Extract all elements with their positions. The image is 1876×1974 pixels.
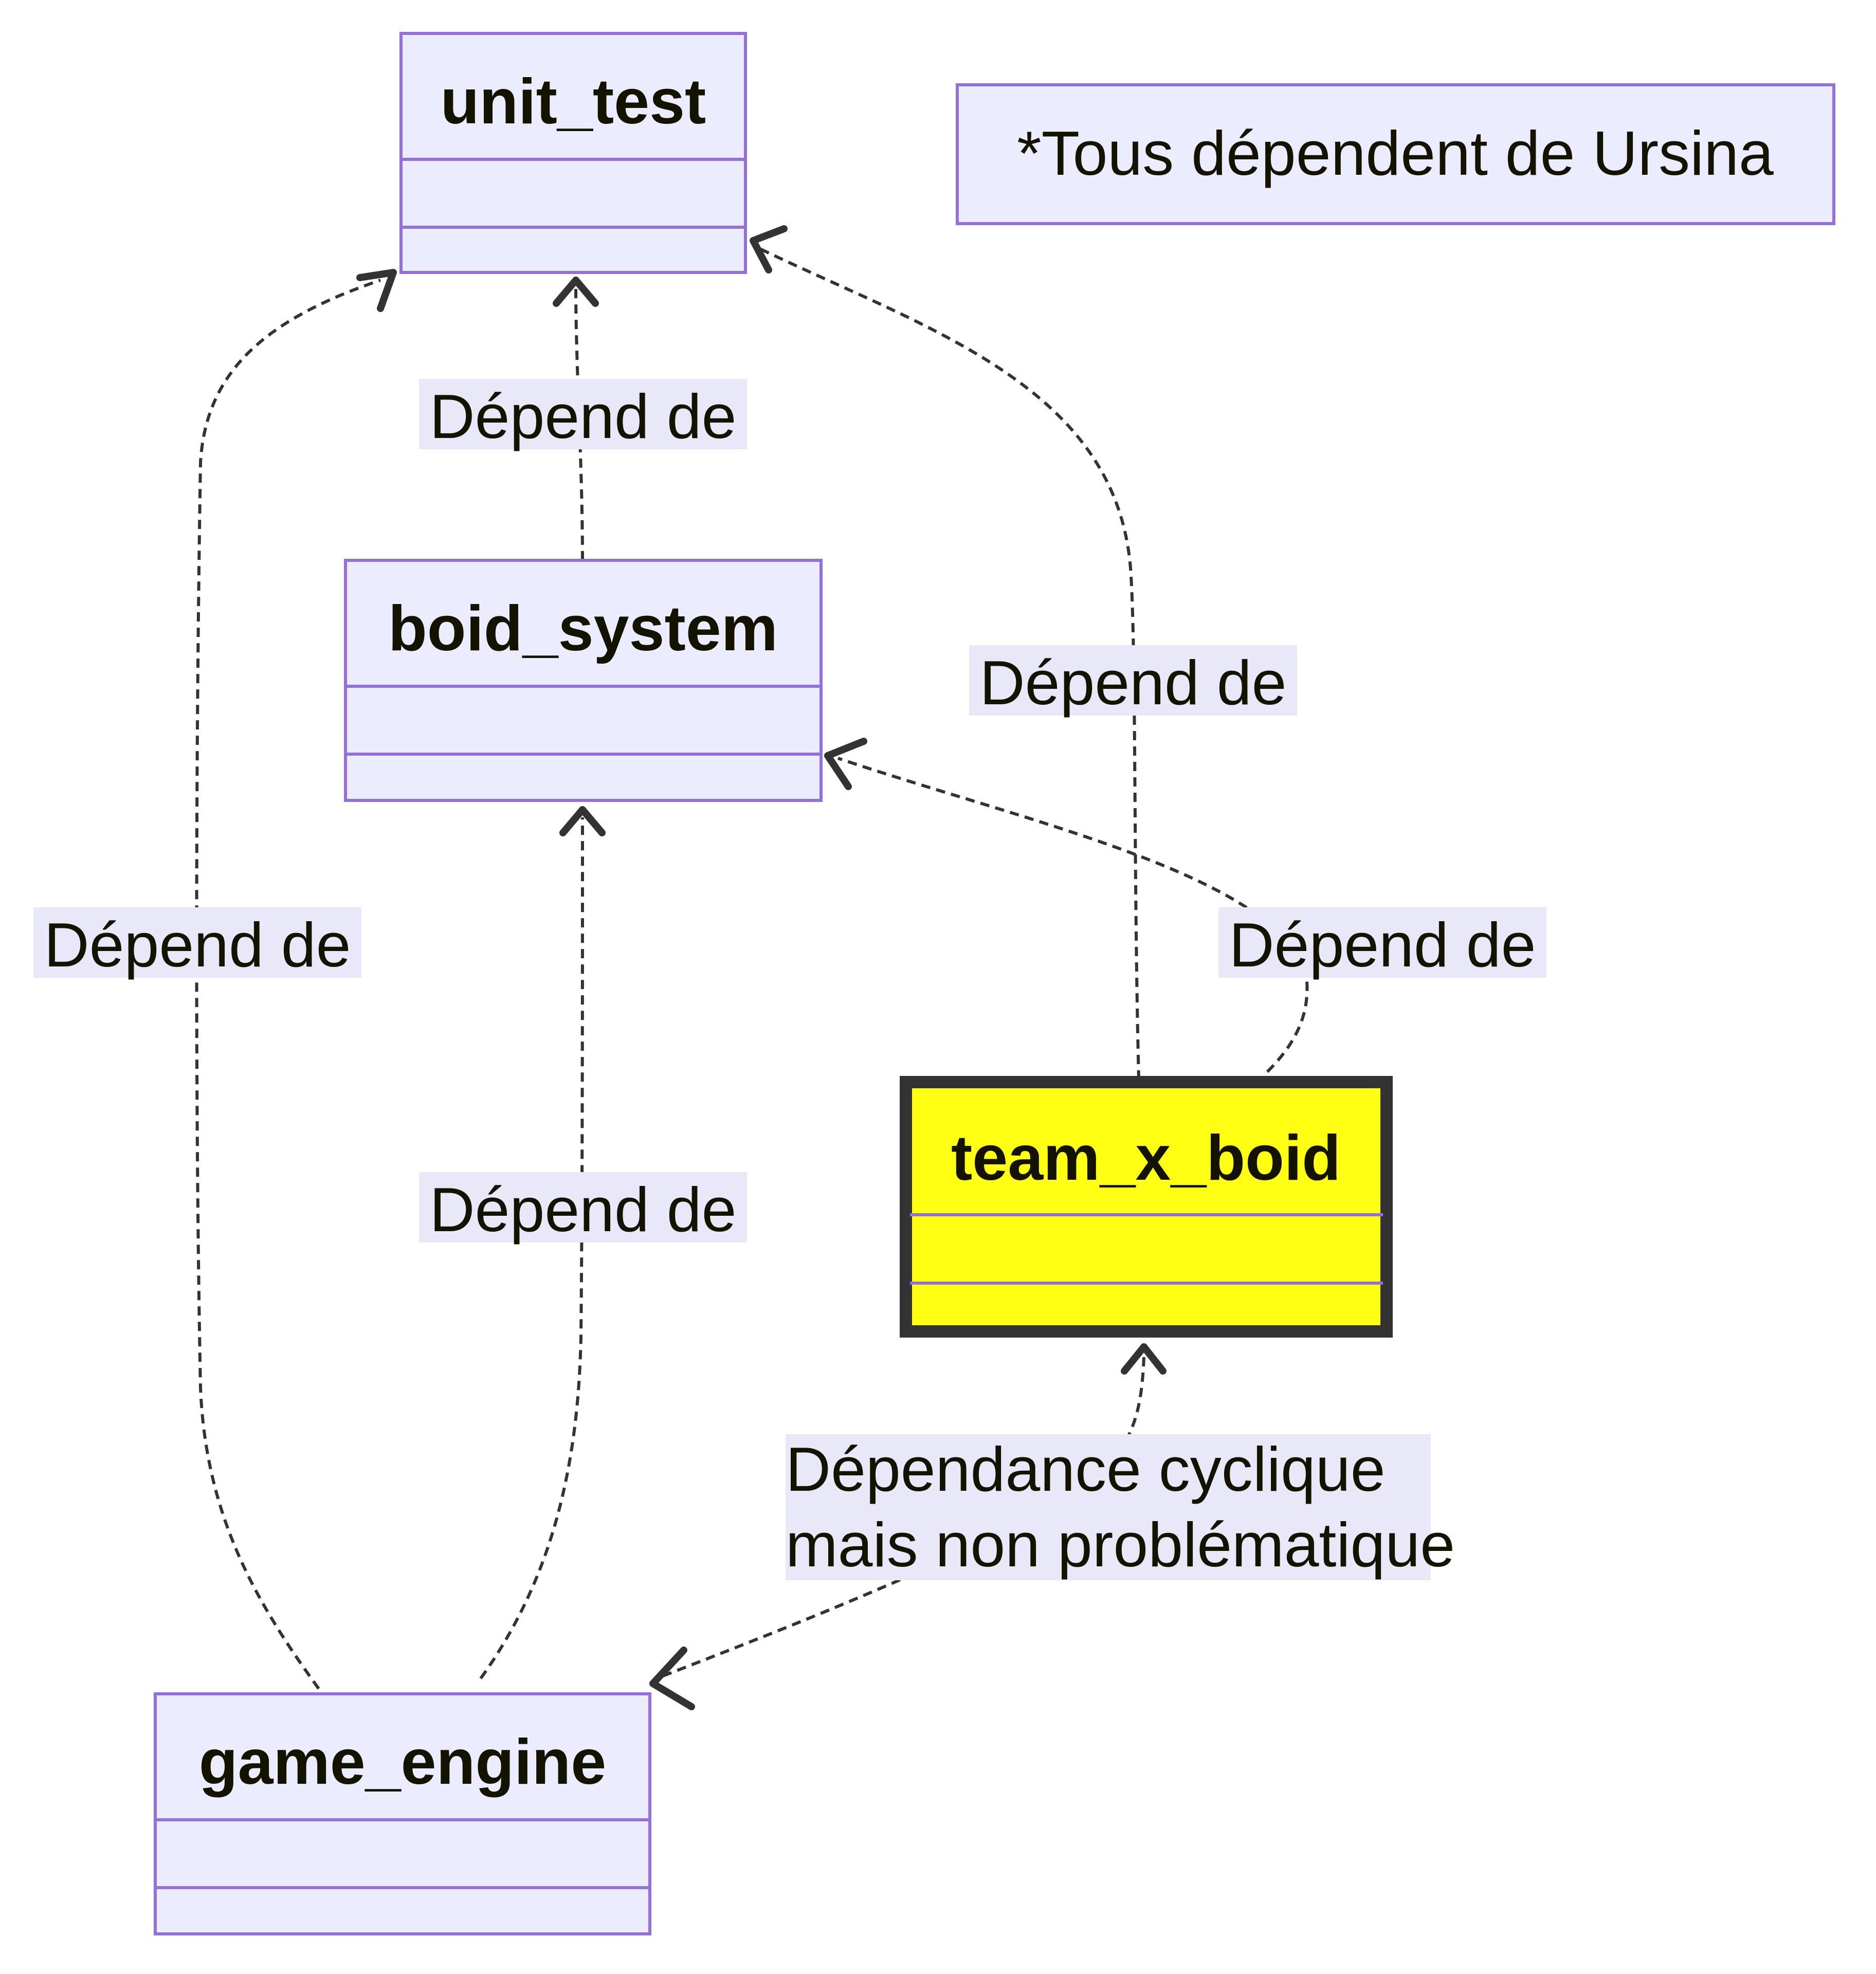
edge-label-team-to-unit: Dépend de — [969, 645, 1297, 718]
svg-text:Dépend de: Dépend de — [430, 381, 737, 451]
edge-label-cyclic: Dépendance cyclique mais non problématiq… — [786, 1434, 1455, 1580]
svg-text:Dépend de: Dépend de — [1229, 910, 1536, 980]
edge-label-boid-to-unit: Dépend de — [419, 379, 747, 451]
arrowhead-boid-system-from-team — [824, 738, 867, 790]
edge-team-x-boid-to-unit-test — [755, 245, 1140, 1080]
edge-label-team-to-boid: Dépend de — [1218, 907, 1546, 980]
arrowhead-team-x-boid-from-game — [1121, 1343, 1167, 1375]
class-name-boid-system: boid_system — [388, 593, 778, 664]
class-boid-system[interactable]: boid_system — [344, 559, 823, 802]
class-unit-test[interactable]: unit_test — [399, 32, 747, 274]
arrowhead-unit-test-from-team — [750, 225, 788, 273]
arrowhead-boid-system-from-game — [559, 806, 606, 836]
edge-game-engine-to-unit-test — [195, 279, 381, 1690]
class-name-unit-test: unit_test — [441, 66, 706, 137]
svg-text:mais non problématique: mais non problématique — [786, 1510, 1455, 1580]
svg-text:Dépend de: Dépend de — [980, 648, 1287, 718]
svg-text:Dépend de: Dépend de — [430, 1175, 737, 1245]
arrowhead-unit-test-from-boid — [553, 277, 599, 307]
edge-game-engine-to-boid-system — [479, 817, 584, 1679]
note-text: *Tous dépendent de Ursina — [1017, 118, 1774, 188]
svg-text:Dépendance cyclique: Dépendance cyclique — [786, 1434, 1386, 1504]
class-game-engine[interactable]: game_engine — [154, 1692, 651, 1935]
edge-labels: Dépend de Dépend de Dépend de Dépend de … — [33, 379, 1546, 1580]
note: *Tous dépendent de Ursina — [956, 83, 1835, 225]
edge-label-game-to-unit: Dépend de — [33, 907, 361, 980]
arrowhead-game-engine-from-team — [649, 1647, 695, 1710]
svg-text:Dépend de: Dépend de — [44, 910, 351, 980]
class-name-team-x-boid: team_x_boid — [951, 1123, 1341, 1194]
edge-label-game-to-boid: Dépend de — [419, 1172, 747, 1245]
class-name-game-engine: game_engine — [199, 1727, 607, 1798]
arrowhead-unit-test-from-game — [356, 269, 397, 312]
class-team-x-boid[interactable]: team_x_boid — [900, 1076, 1393, 1338]
